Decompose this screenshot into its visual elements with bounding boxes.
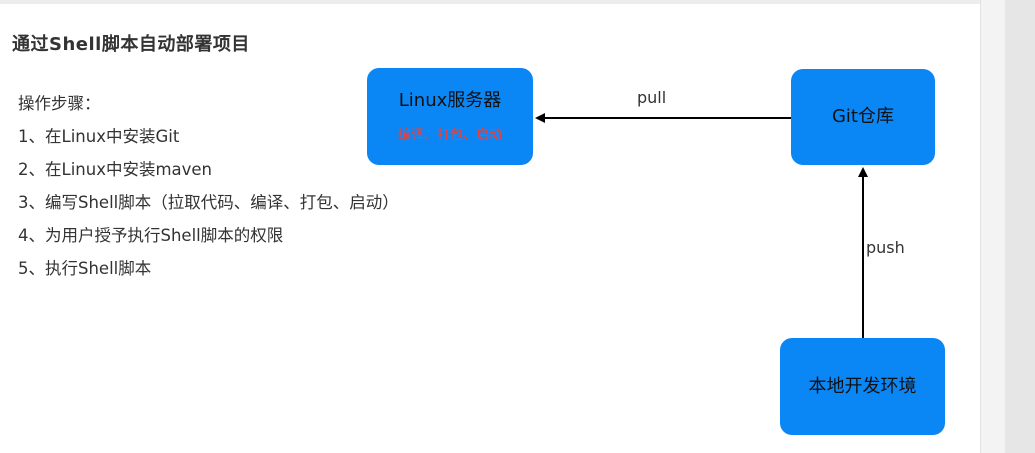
linux-server-sublabel: 编译、打包、启动 xyxy=(397,128,502,143)
step-item-2: 2、在Linux中安装maven xyxy=(18,160,213,179)
linux-server-label: Linux服务器 xyxy=(398,90,502,111)
slide-canvas: 通过Shell脚本自动部署项目 操作步骤： 1、在Linux中安装Git 2、在… xyxy=(0,0,981,453)
push-label: push xyxy=(866,238,905,257)
step-item-4: 4、为用户授予执行Shell脚本的权限 xyxy=(18,226,284,245)
git-repo-node: Git仓库 xyxy=(791,69,935,165)
pull-label: pull xyxy=(637,88,667,107)
step-item-3: 3、编写Shell脚本（拉取代码、编译、打包、启动） xyxy=(18,193,399,212)
top-divider xyxy=(0,0,980,4)
step-item-5: 5、执行Shell脚本 xyxy=(18,259,152,278)
local-dev-label: 本地开发环境 xyxy=(808,375,917,397)
linux-server-node: Linux服务器 编译、打包、启动 xyxy=(367,68,533,165)
steps-list: 操作步骤： 1、在Linux中安装Git 2、在Linux中安装maven 3、… xyxy=(18,92,399,290)
local-dev-node: 本地开发环境 xyxy=(780,338,945,435)
side-panel-edge xyxy=(1005,0,1035,453)
steps-heading: 操作步骤： xyxy=(18,94,101,113)
step-item-1: 1、在Linux中安装Git xyxy=(18,127,180,146)
git-repo-label: Git仓库 xyxy=(831,106,894,127)
slide-title: 通过Shell脚本自动部署项目 xyxy=(12,34,250,55)
